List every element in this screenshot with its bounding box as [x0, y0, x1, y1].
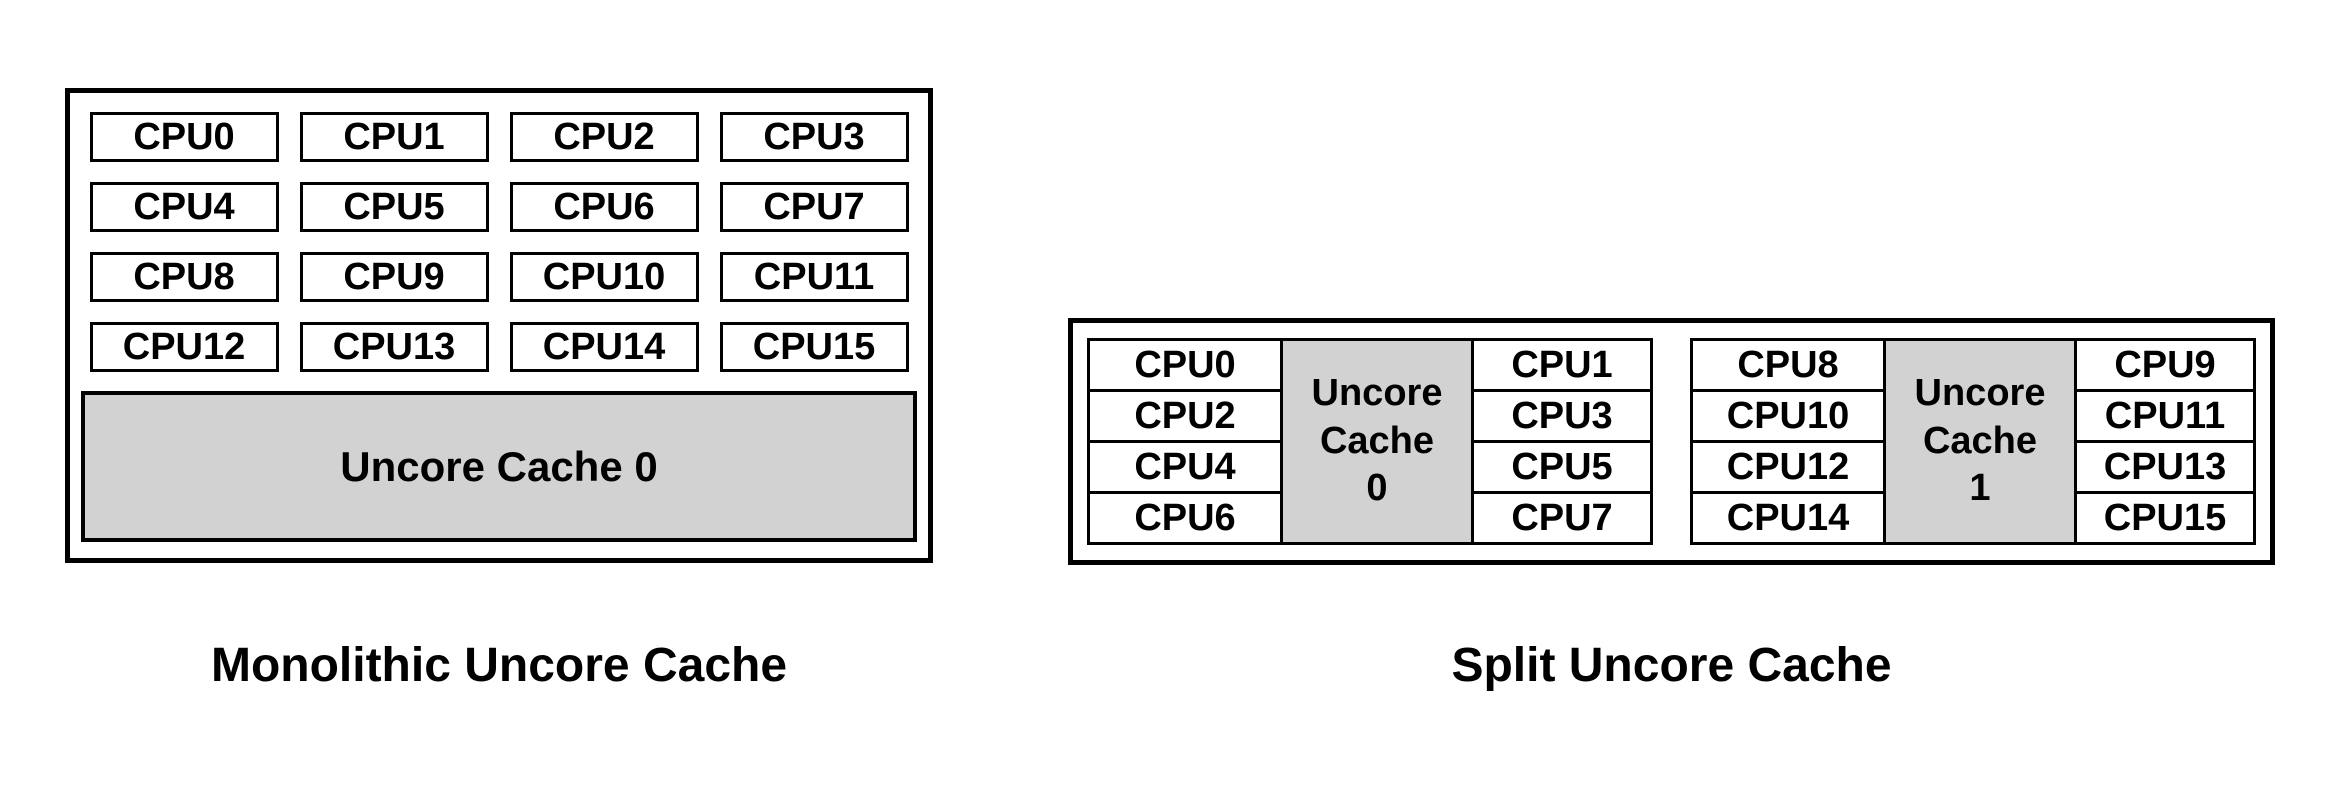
cpu-box: CPU8	[89, 252, 279, 302]
cpu-box: CPU3	[719, 112, 909, 162]
cpu-cell: CPU1	[1474, 341, 1650, 389]
cpu-box: CPU14	[509, 322, 699, 372]
uncore-cache-1-block-split: Uncore Cache 1	[1886, 341, 2074, 542]
monolithic-cpu-grid: CPU0 CPU1 CPU2 CPU3 CPU4 CPU5 CPU6 CPU7 …	[70, 112, 928, 372]
cpu-box: CPU6	[509, 182, 699, 232]
cpu-cell: CPU7	[1474, 494, 1650, 542]
uncore-cache-line: Uncore	[1311, 372, 1443, 415]
cpu-box: CPU11	[719, 252, 909, 302]
cpu-cell: CPU10	[1693, 392, 1883, 440]
cpu-cell: CPU3	[1474, 392, 1650, 440]
cpu-cell: CPU2	[1090, 392, 1280, 440]
cpu-box: CPU12	[89, 322, 279, 372]
cpu-cell: CPU5	[1474, 443, 1650, 491]
monolithic-diagram: CPU0 CPU1 CPU2 CPU3 CPU4 CPU5 CPU6 CPU7 …	[65, 88, 933, 563]
cpu-cell: CPU6	[1090, 494, 1280, 542]
cpu-box: CPU2	[509, 112, 699, 162]
cpu-box: CPU5	[299, 182, 489, 232]
uncore-cache-line: Cache	[1922, 419, 2038, 462]
cpu-cell: CPU15	[2077, 494, 2253, 542]
uncore-cache-line: Cache	[1319, 419, 1435, 462]
cpu-cell: CPU4	[1090, 443, 1280, 491]
cpu-cell: CPU14	[1693, 494, 1883, 542]
uncore-cache-0-block-split: Uncore Cache 0	[1283, 341, 1471, 542]
uncore-cache-line: 0	[1366, 467, 1388, 510]
monolithic-caption: Monolithic Uncore Cache	[210, 639, 788, 692]
cpu-box: CPU15	[719, 322, 909, 372]
cpu-cell: CPU9	[2077, 341, 2253, 389]
cpu-box: CPU7	[719, 182, 909, 232]
cpu-box: CPU4	[89, 182, 279, 232]
cpu-box: CPU10	[509, 252, 699, 302]
split-caption: Split Uncore Cache	[1451, 639, 1892, 692]
cpu-box: CPU13	[299, 322, 489, 372]
split-diagram: CPU0 CPU2 CPU4 CPU6 Uncore Cache 0 CPU1 …	[1068, 318, 2275, 565]
split-cluster-0: CPU0 CPU2 CPU4 CPU6 Uncore Cache 0 CPU1 …	[1087, 338, 1653, 545]
split-cluster-1: CPU8 CPU10 CPU12 CPU14 Uncore Cache 1 CP…	[1690, 338, 2256, 545]
uncore-cache-0-block: Uncore Cache 0	[81, 391, 917, 542]
cpu-cell: CPU8	[1693, 341, 1883, 389]
uncore-cache-line: Uncore	[1914, 372, 2046, 415]
uncore-cache-line: 1	[1969, 467, 1991, 510]
cpu-cell: CPU0	[1090, 341, 1280, 389]
cpu-cell: CPU12	[1693, 443, 1883, 491]
cpu-box: CPU9	[299, 252, 489, 302]
cpu-box: CPU1	[299, 112, 489, 162]
cpu-cell: CPU11	[2077, 392, 2253, 440]
cpu-box: CPU0	[89, 112, 279, 162]
cpu-cell: CPU13	[2077, 443, 2253, 491]
